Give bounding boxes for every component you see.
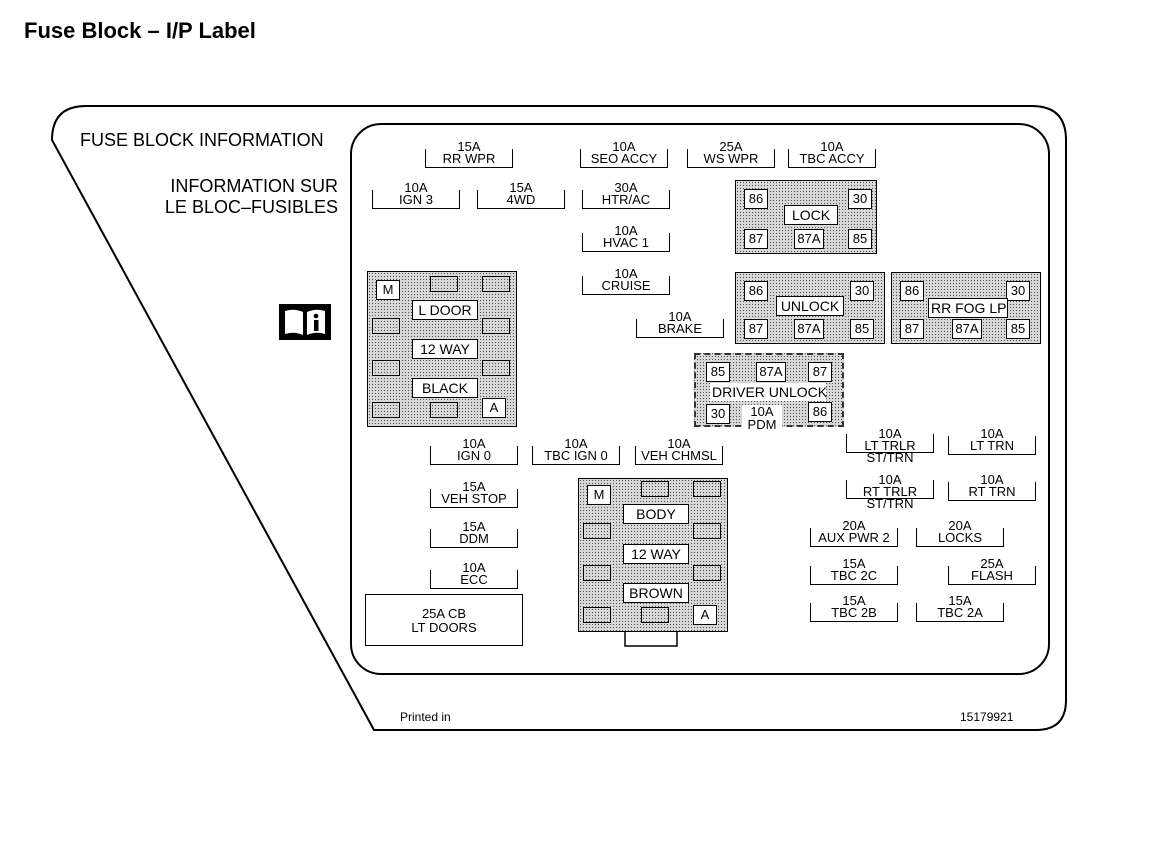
fuse-seo-accy: 10A SEO ACCY [580,140,668,168]
pin-87a: 87A [794,319,824,339]
fuse-4wd: 15A 4WD [477,181,565,209]
connector-cavity [693,481,721,497]
fuse-rt-trn: 10A RT TRN [948,473,1036,501]
connector-cavity [372,360,400,376]
part-number: 15179921 [960,710,1014,724]
connector-cavity [372,402,400,418]
connector-pin-m: M [376,280,400,300]
connector-cavity [372,318,400,334]
fuse-veh-chmsl: 10A VEH CHMSL [635,437,723,465]
connector-cavity [583,523,611,539]
fuse-cruise: 10A CRUISE [582,267,670,295]
circuit-breaker-name: LT DOORS [411,620,477,635]
connector-label-1: L DOOR [412,300,478,320]
fuse-pdm-name: PDM [747,417,777,432]
relay-name: DRIVER UNLOCK [710,383,828,401]
connector-cavity [482,360,510,376]
fuse-locks: 20A LOCKS [916,519,1004,547]
pin-87a: 87A [952,319,982,339]
connector-label-3: BROWN [623,583,689,603]
relay-rr-fog-lp: 86 30 RR FOG LP 87 87A 85 [891,272,1041,344]
connector-cavity [693,523,721,539]
connector-cavity [430,402,458,418]
circuit-breaker-lt-doors: 25A CB LT DOORS [365,594,523,646]
connector-cavity [641,481,669,497]
pin-87a: 87A [794,229,824,249]
fuse-ign0: 10A IGN 0 [430,437,518,465]
page-title: Fuse Block – I/P Label [24,18,256,43]
connector-label-3: BLACK [412,378,478,398]
fuse-aux-pwr2: 20A AUX PWR 2 [810,519,898,547]
connector-pin-m: M [587,485,611,505]
pin-86: 86 [744,281,768,301]
connector-cavity [430,276,458,292]
fuse-ign3: 10A IGN 3 [372,181,460,209]
fuse-veh-stop: 15A VEH STOP [430,480,518,508]
fuse-pdm-amp: 10A [750,404,774,419]
connector-pin-a: A [482,398,506,418]
connector-l-door: M L DOOR 12 WAY BLACK A [367,271,517,427]
connector-label-1: BODY [623,504,689,524]
fuse-hvac1: 10A HVAC 1 [582,224,670,252]
pin-30: 30 [848,189,872,209]
pin-87: 87 [900,319,924,339]
pin-85: 85 [706,362,730,382]
connector-cavity [583,565,611,581]
fuse-brake: 10A BRAKE [636,310,724,338]
fuse-tbc-ign0: 10A TBC IGN 0 [532,437,620,465]
connector-cavity [482,276,510,292]
circuit-breaker-rating: 25A CB [421,606,467,621]
header-fr-line2: LE BLOC–FUSIBLES [164,197,338,217]
connector-cavity [641,607,669,623]
relay-driver-unlock: 85 87A 87 DRIVER UNLOCK 30 86 [694,353,844,427]
fuse-tbc2c: 15A TBC 2C [810,557,898,585]
fuse-tbc2b: 15A TBC 2B [810,594,898,622]
fuse-flash: 25A FLASH [948,557,1036,585]
relay-name: UNLOCK [776,296,844,316]
connector-pin-a: A [693,605,717,625]
relay-name: LOCK [784,205,838,225]
pin-85: 85 [848,229,872,249]
fuse-tbc2a: 15A TBC 2A [916,594,1004,622]
pin-87: 87 [808,362,832,382]
fuse-ecc: 10A ECC [430,561,518,589]
pin-85: 85 [1006,319,1030,339]
fuse-htr-ac: 30A HTR/AC [582,181,670,209]
connector-cavity [583,607,611,623]
fuse-rt-trlr: 10A RT TRLR ST/TRN [846,473,934,511]
pin-30: 30 [706,404,730,424]
fuse-rr-wpr: 15A RR WPR [425,140,513,168]
fuse-ddm: 15A DDM [430,520,518,548]
pin-86: 86 [900,281,924,301]
header-en: FUSE BLOCK INFORMATION [80,130,324,150]
pin-87a: 87A [756,362,786,382]
connector-body: M BODY 12 WAY BROWN A [578,478,728,632]
pin-86: 86 [808,402,832,422]
pin-30: 30 [850,281,874,301]
relay-unlock: 86 30 UNLOCK 87 87A 85 [735,272,885,344]
fuse-pdm: 10A PDM [742,405,782,433]
pin-85: 85 [850,319,874,339]
connector-label-2: 12 WAY [412,339,478,359]
relay-lock: 86 30 LOCK 87 87A 85 [735,180,877,254]
header-fr-line1: INFORMATION SUR [170,176,338,196]
fuse-tbc-accy: 10A TBC ACCY [788,140,876,168]
pin-30: 30 [1006,281,1030,301]
info-book-icon [279,304,331,340]
connector-label-2: 12 WAY [623,544,689,564]
connector-cavity [482,318,510,334]
pin-86: 86 [744,189,768,209]
connector-cavity [693,565,721,581]
fuse-lt-trn: 10A LT TRN [948,427,1036,455]
pin-87: 87 [744,319,768,339]
printed-in: Printed in [400,710,451,724]
pin-87: 87 [744,229,768,249]
fuse-lt-trlr: 10A LT TRLR ST/TRN [846,427,934,465]
relay-name: RR FOG LP [928,298,1008,318]
fuse-ws-wpr: 25A WS WPR [687,140,775,168]
